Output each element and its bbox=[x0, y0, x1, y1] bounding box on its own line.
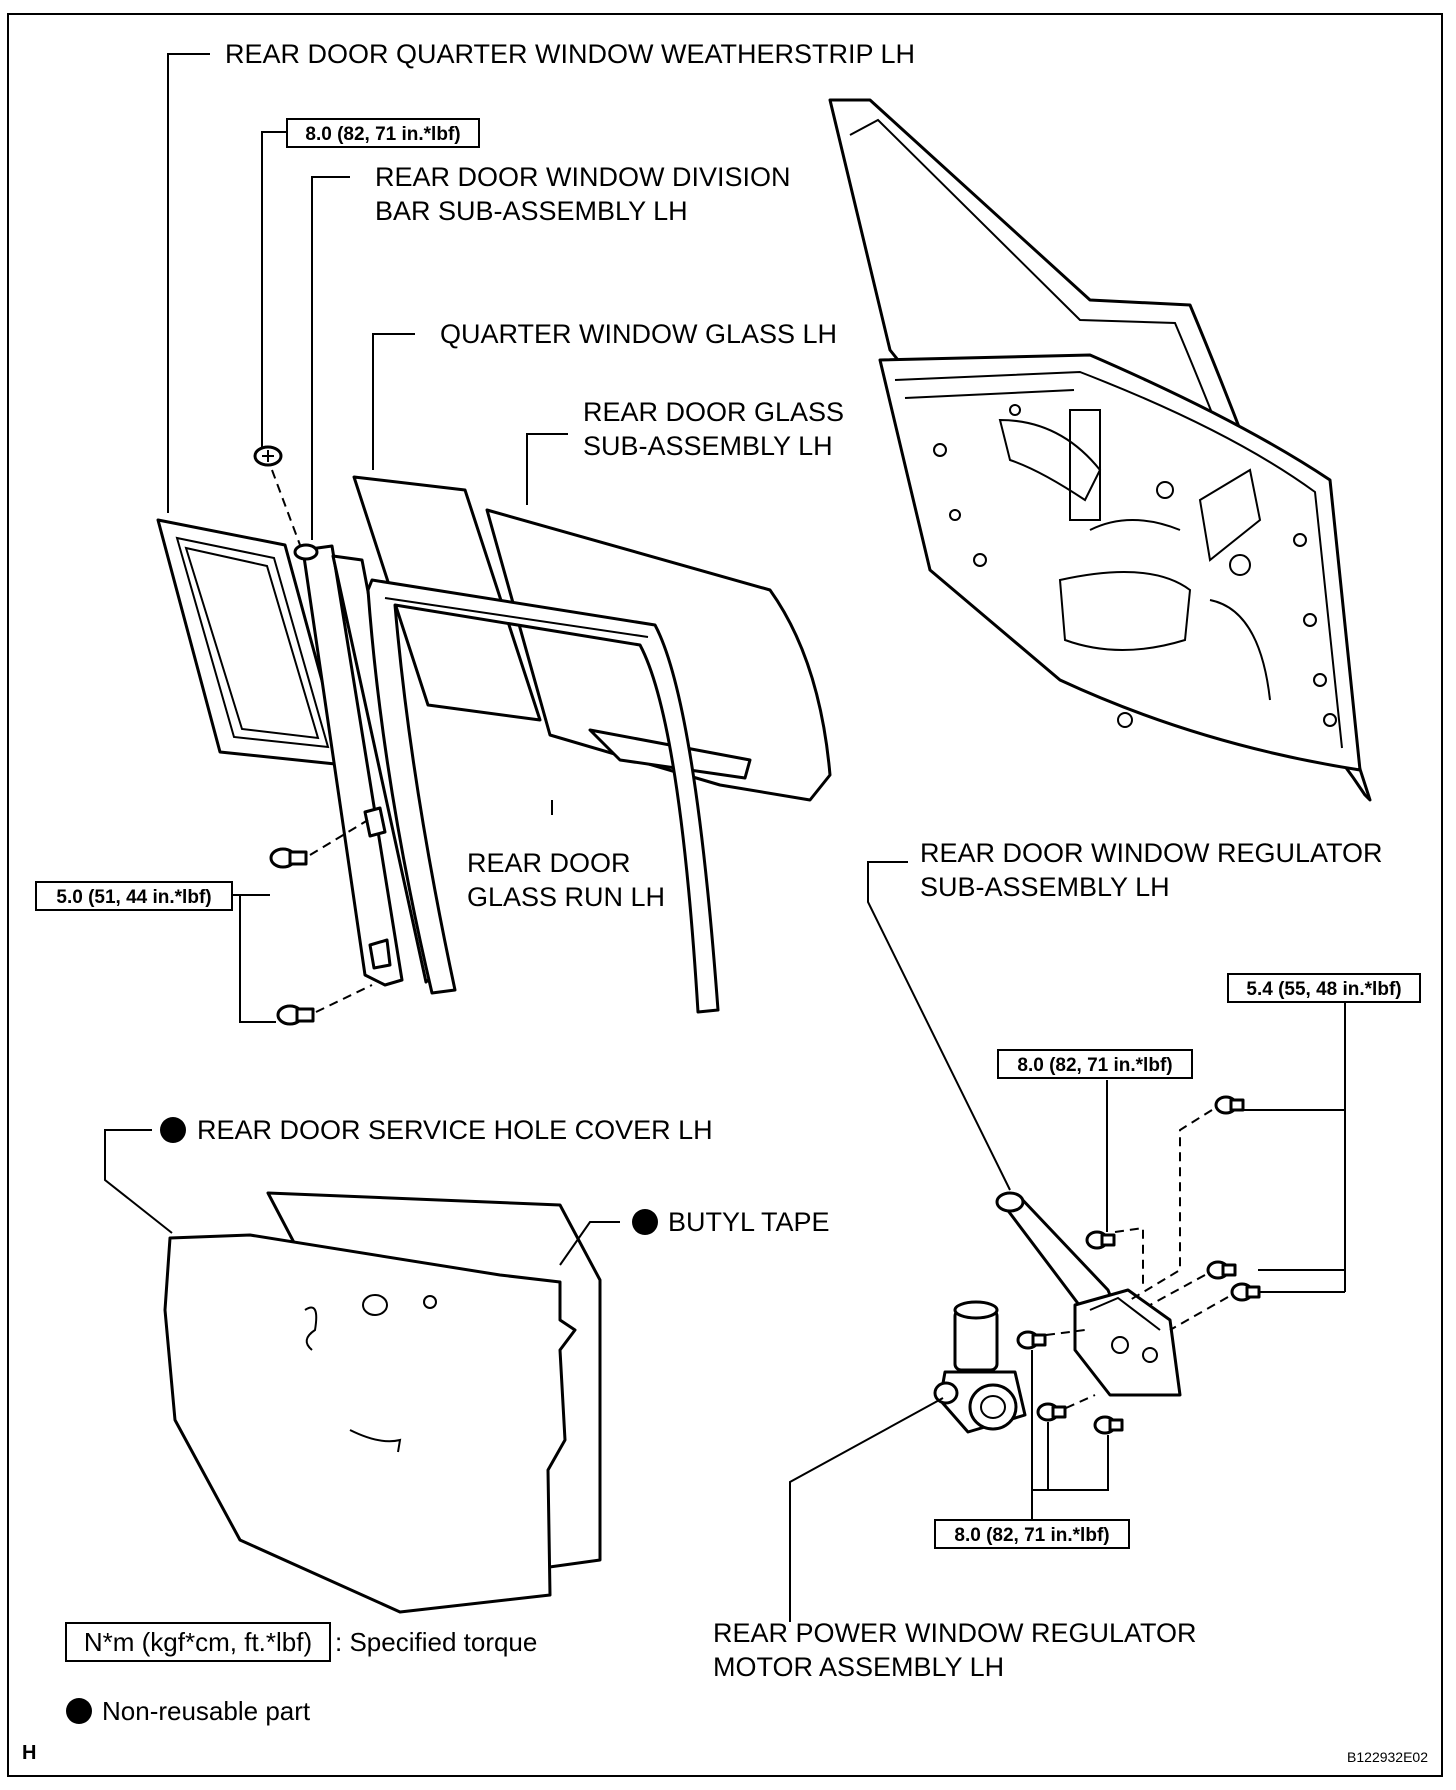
reg-bolt-dashed-path bbox=[1169, 1296, 1229, 1331]
regulator-bolt-icon bbox=[1230, 1282, 1261, 1302]
torque-box bbox=[934, 1519, 1130, 1549]
motor-bolt-icon bbox=[1016, 1330, 1047, 1350]
torque-box bbox=[997, 1049, 1193, 1079]
service-cover-leader bbox=[104, 1129, 173, 1234]
weatherstrip-leader bbox=[167, 53, 210, 513]
label-division-bar-1: REAR DOOR WINDOW DIVISION bbox=[375, 162, 791, 192]
legend-non-reusable: Non-reusable part bbox=[102, 1696, 311, 1726]
legend-torque-unit: N*m (kgf*cm, ft.*lbf) bbox=[84, 1627, 312, 1657]
motor-bolt-icon bbox=[1036, 1402, 1067, 1422]
reg-bolt-dashed-path bbox=[1114, 1226, 1144, 1285]
label-glass-run-1: REAR DOOR bbox=[467, 848, 631, 878]
torque-division-screw: 8.0 (82, 71 in.*lbf) bbox=[305, 124, 460, 145]
label-service-cover: REAR DOOR SERVICE HOLE COVER LH bbox=[197, 1115, 713, 1145]
glass-run-bolt-upper-icon bbox=[269, 847, 308, 869]
division-bar-leader bbox=[311, 176, 350, 540]
screw-dashed-path bbox=[271, 469, 301, 546]
motor-bolt-icon bbox=[1093, 1415, 1124, 1435]
torque-reg-upper: 5.4 (55, 48 in.*lbf) bbox=[1246, 979, 1401, 1000]
motor-torque-leader-c bbox=[1048, 1435, 1109, 1491]
motor-leader bbox=[789, 1397, 944, 1622]
figure-code: B122932E02 bbox=[1347, 1749, 1428, 1765]
label-regulator-1: REAR DOOR WINDOW REGULATOR bbox=[920, 838, 1383, 868]
quarter-glass-leader bbox=[372, 333, 415, 470]
torque-box bbox=[1227, 973, 1421, 1003]
label-door-glass-2: SUB-ASSEMBLY LH bbox=[583, 431, 833, 461]
motor-bolt-dashed-path bbox=[1065, 1394, 1096, 1409]
motor-bolt-dashed-path bbox=[1045, 1329, 1086, 1336]
legend-torque-box bbox=[65, 1622, 331, 1662]
non-reusable-icon bbox=[632, 1209, 658, 1235]
rear-door-panel-part bbox=[828, 98, 1372, 802]
legend-torque-desc: : Specified torque bbox=[335, 1627, 537, 1657]
torque-glass-run: 5.0 (51, 44 in.*lbf) bbox=[56, 887, 211, 908]
label-motor-2: MOTOR ASSEMBLY LH bbox=[713, 1652, 1004, 1682]
torque-reg-mid: 8.0 (82, 71 in.*lbf) bbox=[1017, 1055, 1172, 1076]
butyl-tape-leader bbox=[559, 1221, 620, 1266]
label-door-glass-1: REAR DOOR GLASS bbox=[583, 397, 844, 427]
torque-motor: 8.0 (82, 71 in.*lbf) bbox=[954, 1525, 1109, 1546]
label-butyl-tape: BUTYL TAPE bbox=[668, 1207, 830, 1237]
non-reusable-icon bbox=[160, 1117, 186, 1143]
torque-box bbox=[286, 118, 480, 148]
torque-box bbox=[35, 881, 233, 911]
regulator-mid-bolt-icon bbox=[1085, 1230, 1116, 1250]
door-glass-leader bbox=[526, 433, 568, 505]
motor-torque-leader-b bbox=[1032, 1422, 1049, 1491]
label-regulator-2: SUB-ASSEMBLY LH bbox=[920, 872, 1170, 902]
regulator-motor-part bbox=[933, 1300, 1027, 1434]
regulator-leader bbox=[867, 861, 1011, 1191]
label-quarter-glass: QUARTER WINDOW GLASS LH bbox=[440, 319, 837, 349]
quarter-window-weatherstrip-part bbox=[156, 518, 347, 767]
regulator-bolt-icon bbox=[1214, 1095, 1245, 1115]
window-regulator-part bbox=[995, 1191, 1182, 1397]
corner-letter: H bbox=[22, 1742, 36, 1764]
division-screw-torque-leader bbox=[261, 131, 287, 448]
reg-bolt-dashed-path bbox=[1129, 1109, 1213, 1301]
reg-upper-torque-leader bbox=[1258, 1000, 1346, 1271]
regulator-bolt-icon bbox=[1206, 1260, 1237, 1280]
diagram-frame bbox=[7, 13, 1443, 1777]
bolt-dashed-path bbox=[315, 984, 373, 1013]
division-bar-screw-icon bbox=[253, 445, 283, 467]
bolt-dashed-path bbox=[309, 819, 369, 856]
label-division-bar-2: BAR SUB-ASSEMBLY LH bbox=[375, 196, 688, 226]
glass-run-torque-leader bbox=[232, 894, 276, 1023]
reg-bolt-dashed-path bbox=[1149, 1274, 1206, 1306]
glass-run-part bbox=[366, 578, 720, 1014]
label-glass-run-2: GLASS RUN LH bbox=[467, 882, 665, 912]
service-hole-cover-part bbox=[163, 1191, 602, 1614]
glass-run-bolt-lower-icon bbox=[276, 1004, 315, 1026]
label-weatherstrip: REAR DOOR QUARTER WINDOW WEATHERSTRIP LH bbox=[225, 39, 915, 69]
label-motor-1: REAR POWER WINDOW REGULATOR bbox=[713, 1618, 1197, 1648]
legend-non-reusable-icon bbox=[66, 1698, 92, 1724]
